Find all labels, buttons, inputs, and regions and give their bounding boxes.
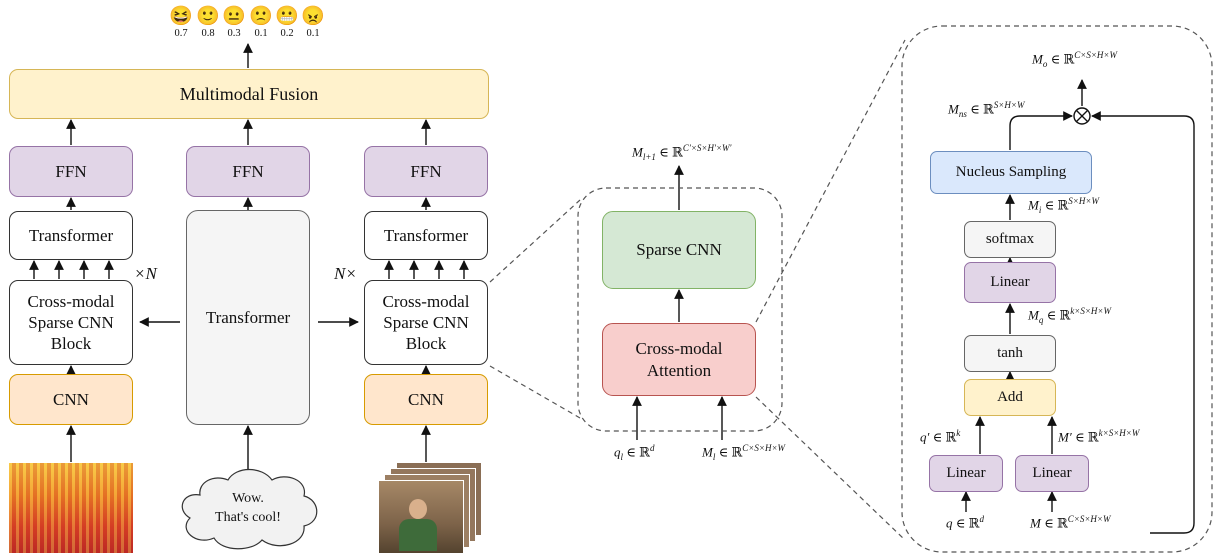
score-value: 0.3 — [227, 28, 241, 39]
laughing-face-icon: 😆 — [169, 6, 193, 27]
block-line: Block — [405, 334, 447, 354]
block-line: Cross-modal — [27, 291, 115, 311]
score-value: 0.1 — [254, 28, 268, 39]
block-line: Cross-modal — [382, 291, 470, 311]
linear-box-query: Linear — [929, 455, 1003, 492]
query-input-label: ql ∈ ℝd — [614, 443, 655, 462]
nucleus-sampling-box: Nucleus Sampling — [930, 151, 1092, 194]
repeat-n-label: N× — [334, 264, 357, 283]
mi-label: Mi ∈ ℝS×H×W — [1028, 196, 1099, 215]
ffn-audio-box: FFN — [9, 146, 133, 197]
m-input-label: M ∈ ℝC×S×H×W — [1030, 514, 1111, 531]
softmax-box: softmax — [964, 221, 1056, 258]
score-value: 0.2 — [280, 28, 294, 39]
transformer-video-box: Transformer — [364, 211, 488, 260]
linear-box-feature: Linear — [1015, 455, 1089, 492]
output-label: Ml+1 ∈ ℝC′×S×H′×W′ — [632, 143, 732, 162]
mo-label: Mo ∈ ℝC×S×H×W — [1032, 50, 1118, 69]
smiling-face-icon: 🙂 — [196, 6, 220, 27]
add-box: Add — [964, 379, 1056, 416]
cnn-video-box: CNN — [364, 374, 488, 425]
score-value: 0.1 — [306, 28, 320, 39]
sparse-cnn-box: Sparse CNN — [602, 211, 756, 289]
repeat-n-label: ×N — [134, 264, 157, 283]
q-input-label: q ∈ ℝd — [946, 514, 984, 531]
attention-line: Cross-modal — [635, 339, 723, 359]
m-prime-label: M′ ∈ ℝk×S×H×W — [1058, 428, 1140, 445]
block-line: Block — [50, 334, 92, 354]
ffn-text-box: FFN — [186, 146, 310, 197]
linear-box-upper: Linear — [964, 262, 1056, 303]
sparse-cnn-block-video: Cross-modal Sparse CNN Block — [364, 280, 488, 365]
multimodal-fusion-box: Multimodal Fusion — [9, 69, 489, 119]
cross-modal-attention-box: Cross-modal Attention — [602, 323, 756, 396]
transformer-audio-box: Transformer — [9, 211, 133, 260]
score-value: 0.7 — [174, 28, 188, 39]
score-value: 0.8 — [201, 28, 215, 39]
transformer-text-box: Transformer — [186, 210, 310, 425]
block-line: Sparse CNN — [28, 312, 114, 332]
angry-face-icon: 😠 — [301, 6, 325, 27]
speech-line: That's cool! — [215, 509, 281, 525]
spectrogram-image — [9, 463, 133, 553]
sad-face-icon: 🙁 — [249, 6, 273, 27]
cnn-audio-box: CNN — [9, 374, 133, 425]
ffn-video-box: FFN — [364, 146, 488, 197]
feature-input-label: Ml ∈ ℝC×S×H×W — [702, 443, 786, 462]
sparse-cnn-block-audio: Cross-modal Sparse CNN Block — [9, 280, 133, 365]
tanh-box: tanh — [964, 335, 1056, 372]
video-frames-image — [378, 462, 486, 554]
neutral-face-icon: 😐 — [222, 6, 246, 27]
mns-label: Mns ∈ ℝS×H×W — [948, 100, 1025, 119]
speech-text: Wow. That's cool! — [188, 490, 308, 528]
speech-line: Wow. — [232, 491, 264, 506]
mq-label: Mq ∈ ℝk×S×H×W — [1028, 306, 1111, 325]
q-prime-label: q′ ∈ ℝk — [920, 428, 961, 445]
block-line: Sparse CNN — [383, 312, 469, 332]
speech-cloud — [181, 468, 318, 550]
attention-line: Attention — [646, 360, 712, 380]
grimacing-face-icon: 😬 — [275, 6, 299, 27]
